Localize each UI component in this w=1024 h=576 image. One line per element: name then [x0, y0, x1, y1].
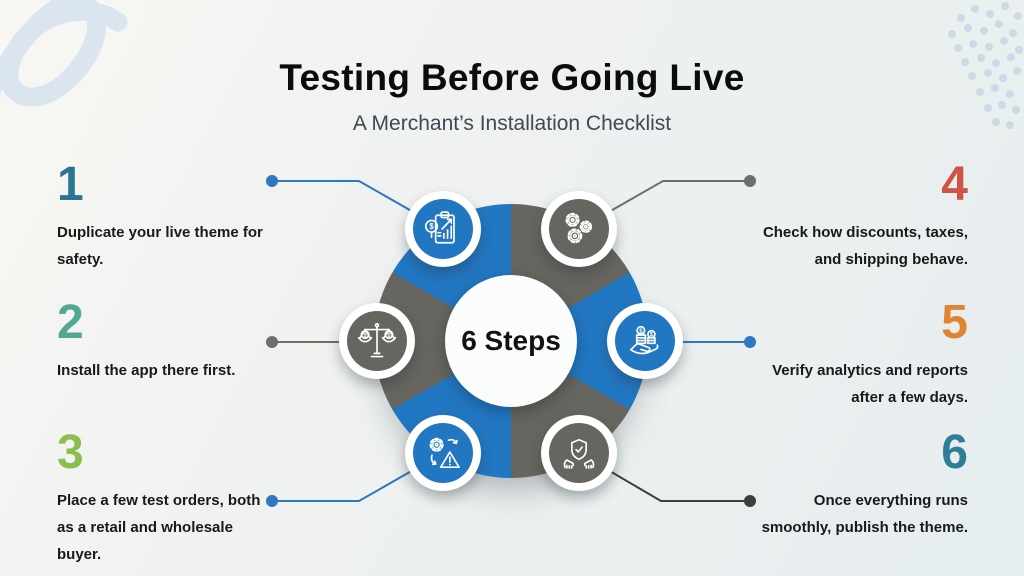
step-5-badge: $ $: [607, 303, 683, 379]
step-4: 4 Check how discounts, taxes, and shippi…: [728, 158, 968, 273]
svg-text:$: $: [363, 333, 367, 339]
step-1-number: 1: [57, 158, 84, 211]
balance-scale-icon: $ $: [357, 322, 397, 358]
step-6: 6 Once everything runs smoothly, publish…: [728, 426, 968, 541]
step-2: 2 Install the app there first.: [57, 296, 297, 384]
step-6-text: Once everything runs smoothly, publish t…: [761, 492, 968, 537]
svg-text:$: $: [429, 222, 434, 231]
wheel-center-label: 6 Steps: [461, 325, 561, 356]
step-2-number: 2: [57, 296, 84, 349]
step-3-number: 3: [57, 426, 84, 479]
svg-text:$: $: [650, 332, 653, 338]
step-1-badge: $: [405, 191, 481, 267]
step-2-text: Install the app there first.: [57, 362, 236, 380]
shield-hands-icon: [563, 438, 595, 469]
gears-icon: [565, 212, 593, 244]
swirl-decoration: [0, 0, 128, 107]
step-5-number: 5: [941, 296, 968, 349]
step-3: 3 Place a few test orders, both as a ret…: [57, 426, 297, 568]
wheel-center: 6 Steps: [445, 275, 577, 407]
step-3-text: Place a few test orders, both as a retai…: [57, 492, 261, 564]
step-4-number: 4: [941, 158, 968, 211]
dots-pattern-decoration: [948, 2, 1023, 129]
step-6-badge: [541, 415, 617, 491]
page-title: Testing Before Going Live: [279, 57, 745, 98]
step-1-text: Duplicate your live theme for safety.: [57, 224, 263, 269]
step-5: 5 Verify analytics and reports after a f…: [728, 296, 968, 411]
step-4-badge: [541, 191, 617, 267]
step-6-number: 6: [941, 426, 968, 479]
step-5-text: Verify analytics and reports after a few…: [772, 362, 968, 407]
step-1: 1 Duplicate your live theme for safety.: [57, 158, 297, 273]
financial-report-icon: $: [424, 211, 455, 244]
step-4-text: Check how discounts, taxes, and shipping…: [762, 224, 968, 269]
step-3-badge: [405, 415, 481, 491]
svg-text:$: $: [387, 333, 391, 339]
page-subtitle: A Merchant’s Installation Checklist: [352, 112, 672, 135]
step-2-badge: $ $: [339, 303, 415, 379]
process-warning-icon: [429, 437, 460, 469]
coins-in-hand-icon: $ $: [629, 325, 659, 355]
svg-text:$: $: [639, 329, 643, 335]
